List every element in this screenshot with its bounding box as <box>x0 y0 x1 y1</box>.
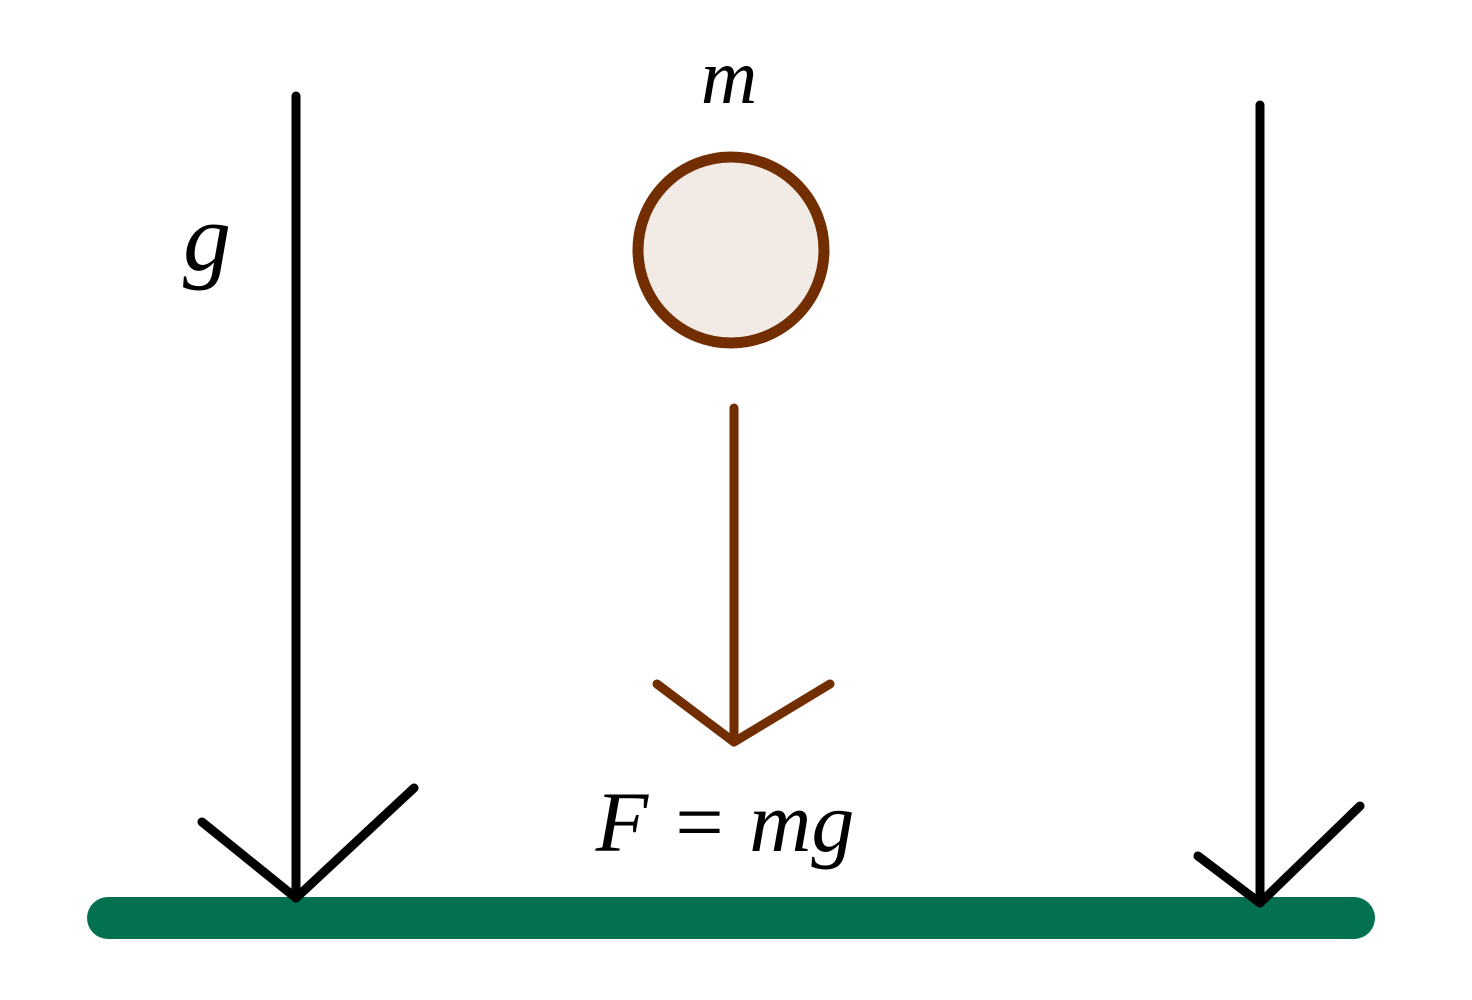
gravity-arrow-right <box>1193 100 1365 908</box>
mass-ball <box>632 151 830 349</box>
force-arrow <box>652 403 835 747</box>
mass-label: m <box>701 33 757 120</box>
gravity-label: g <box>183 184 231 291</box>
force-equation-label: F = mg <box>595 774 855 870</box>
gravity-arrow-left <box>197 91 419 903</box>
